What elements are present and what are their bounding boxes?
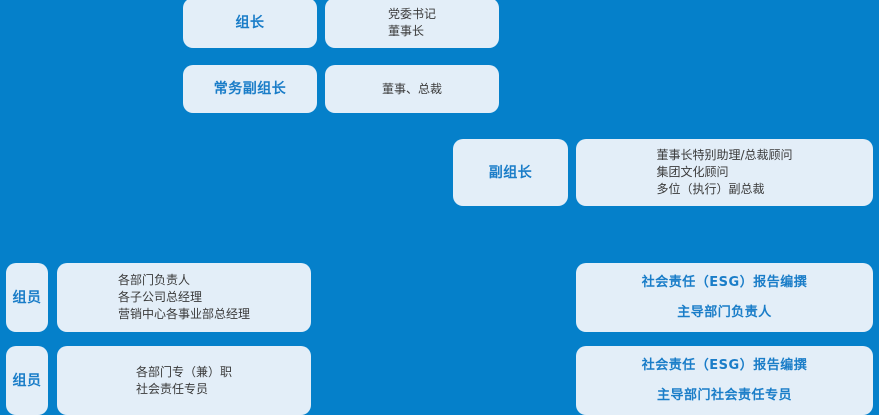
card-row2-role-line-1: 常务副组长	[213, 81, 287, 97]
card-row2-role[interactable]: 常务副组长	[183, 65, 317, 113]
card-row3-detail-line-3: 多位（执行）副总裁	[656, 182, 765, 196]
card-row3-detail-line-1: 董事长特别助理/总裁顾问	[656, 148, 793, 162]
card-row1-role[interactable]: 组长	[183, 0, 317, 48]
card-row5-detail-lines: 各部门专（兼）职 社会责任专员	[136, 364, 232, 398]
card-row5-esg-line-1: 社会责任（ESG）报告编撰	[641, 357, 808, 373]
card-row4-detail-line-3: 营销中心各事业部总经理	[117, 307, 250, 321]
card-row3-role-line-1: 副组长	[488, 164, 533, 181]
card-row3-detail-line-2: 集团文化顾问	[656, 165, 729, 179]
card-row5-role[interactable]: 组员	[6, 346, 48, 415]
card-row1-detail-lines: 党委书记 董事长	[388, 6, 436, 40]
card-row5-esg[interactable]: 社会责任（ESG）报告编撰 主导部门社会责任专员	[576, 346, 873, 415]
card-row3-role[interactable]: 副组长	[453, 139, 568, 206]
card-row5-detail[interactable]: 各部门专（兼）职 社会责任专员	[57, 346, 311, 415]
card-row4-role-line-1: 组员	[12, 289, 42, 306]
card-row2-detail[interactable]: 董事、总裁	[325, 65, 499, 113]
card-row4-detail-line-1: 各部门负责人	[117, 273, 190, 287]
card-row4-detail-line-2: 各子公司总经理	[117, 290, 202, 304]
card-row5-role-line-1: 组员	[12, 372, 42, 389]
card-row4-role[interactable]: 组员	[6, 263, 48, 332]
card-row4-esg-line-2: 主导部门负责人	[677, 304, 772, 320]
card-row1-role-line-1: 组长	[235, 15, 265, 31]
card-row1-detail-line-1: 党委书记	[387, 7, 436, 21]
card-row4-esg-line-1: 社会责任（ESG）报告编撰	[641, 274, 808, 290]
card-row3-detail-lines: 董事长特别助理/总裁顾问 集团文化顾问 多位（执行）副总裁	[656, 147, 792, 198]
card-row5-detail-line-1: 各部门专（兼）职	[135, 364, 232, 379]
card-row4-detail[interactable]: 各部门负责人 各子公司总经理 营销中心各事业部总经理	[57, 263, 311, 332]
card-row4-esg[interactable]: 社会责任（ESG）报告编撰 主导部门负责人	[576, 263, 873, 332]
card-row2-detail-lines: 董事、总裁	[382, 81, 442, 98]
card-row1-detail[interactable]: 党委书记 董事长	[325, 0, 499, 48]
card-row4-detail-lines: 各部门负责人 各子公司总经理 营销中心各事业部总经理	[118, 272, 250, 323]
card-row5-detail-line-2: 社会责任专员	[135, 381, 208, 396]
card-row1-detail-line-2: 董事长	[387, 24, 424, 38]
card-row3-detail[interactable]: 董事长特别助理/总裁顾问 集团文化顾问 多位（执行）副总裁	[576, 139, 873, 206]
card-row2-detail-line-1: 董事、总裁	[381, 81, 442, 96]
card-row5-esg-line-2: 主导部门社会责任专员	[656, 387, 792, 403]
